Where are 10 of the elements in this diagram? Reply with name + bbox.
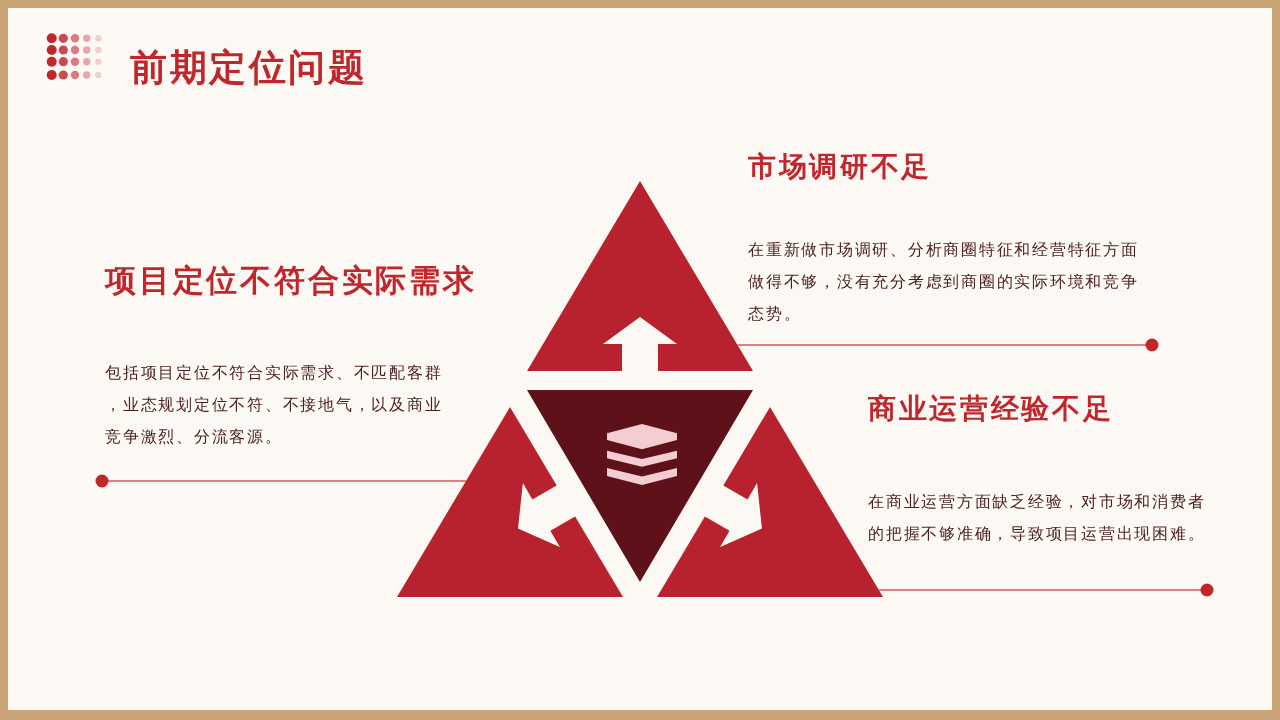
section-heading: 商业运营经验不足 — [868, 392, 1114, 426]
leader-line — [736, 338, 1159, 352]
body-text: 在商业运营方面缺乏经验，对市场和消费者的把握不够准确，导致项目运营出现困难。 — [868, 492, 1207, 544]
body-text: 包括项目定位不符合实际需求、不匹配客群，业态规划定位不符、不接地气，以及商业竞争激烈、分流客源。 — [105, 363, 444, 447]
section-heading: 市场调研不足 — [748, 150, 933, 184]
body-text: 在重新做市场调研、分析商圈特征和经营特征方面做得不够，没有充分考虑到商圈的实际环境和竞争态势。 — [748, 240, 1140, 324]
section-heading: 项目定位不符合实际需求 — [105, 263, 477, 299]
slide-title: 前期定位问题 — [130, 46, 367, 90]
leader-line — [95, 474, 467, 488]
leader-line — [878, 583, 1214, 597]
